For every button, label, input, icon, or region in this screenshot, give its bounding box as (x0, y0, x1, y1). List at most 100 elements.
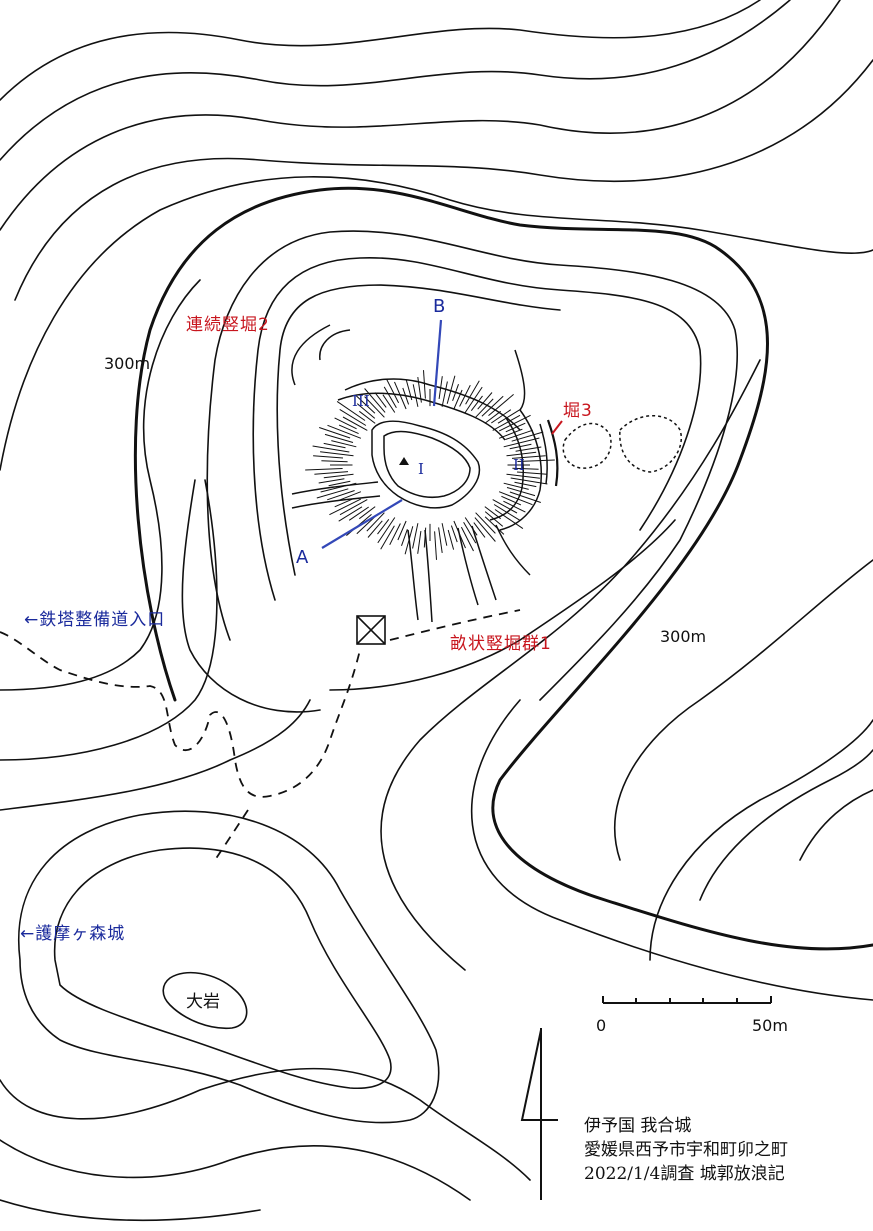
scale-end-label: 50m (752, 1016, 788, 1035)
hachure-stroke (475, 398, 494, 418)
hachure-stroke (441, 523, 448, 546)
scale-start-label: 0 (596, 1016, 607, 1035)
hachure-stroke (380, 525, 395, 550)
contour-line (614, 559, 873, 861)
hachure-stroke (321, 460, 348, 463)
hachure-stroke (394, 381, 407, 410)
hachure-stroke (460, 526, 474, 552)
hachure-stroke (484, 506, 502, 520)
contour-line (0, 1139, 471, 1201)
dashed-trail (389, 609, 521, 641)
hachure-stroke (511, 455, 546, 459)
dashed-trail (214, 809, 249, 861)
contour-line (0, 0, 841, 231)
hachure-stroke (412, 523, 419, 549)
hachure-stroke (474, 517, 496, 542)
hachure-stroke (492, 414, 521, 431)
hachure-stroke (397, 520, 407, 541)
hachure-stroke (509, 443, 532, 450)
hachure-stroke (316, 488, 349, 499)
hachure-stroke (314, 471, 349, 475)
contour-line (133, 186, 873, 951)
east-mound (619, 415, 682, 473)
hachure-group (305, 370, 555, 560)
outer-bank (291, 324, 351, 386)
hachure-stroke (501, 495, 522, 506)
info-line-1: 伊予国 我合城 (584, 1116, 692, 1136)
contour-line (0, 0, 761, 101)
bori-3-label: 堀3 (563, 401, 593, 421)
hachure-stroke (506, 473, 540, 479)
hachure-stroke (324, 433, 354, 443)
contour-300-label-left: 300m (104, 354, 151, 373)
hachure-stroke (503, 482, 529, 490)
hachure-stroke (423, 527, 427, 548)
hachure-stroke (366, 512, 385, 532)
hachure-stroke (338, 506, 363, 522)
bori-3-outline (539, 423, 548, 485)
hachure-stroke (313, 455, 344, 459)
bori-3-pointer (551, 420, 563, 435)
hachure-stroke (447, 529, 455, 550)
scale-bar (602, 996, 772, 1004)
hachure-stroke (348, 506, 369, 521)
kuruwa-3-outline (344, 378, 521, 431)
hachure-stroke (452, 384, 459, 401)
contour-line (0, 279, 201, 691)
unejo-tatebori-label: 畝状竪堀群1 (450, 634, 552, 654)
hachure-stroke (497, 408, 522, 424)
section-line-b (432, 319, 443, 407)
hachure-stroke (382, 394, 396, 413)
hachure-stroke (481, 395, 504, 417)
contour-line (0, 1067, 531, 1181)
hachure-stroke (491, 409, 512, 424)
hachure-stroke (510, 477, 548, 485)
unejo-tatebori (495, 524, 531, 576)
hachure-stroke (383, 386, 397, 408)
hachure-stroke (506, 487, 536, 497)
hachure-stroke (336, 400, 366, 421)
hachure-stroke (377, 517, 396, 544)
hachure-stroke (438, 376, 443, 399)
hachure-stroke (339, 499, 368, 516)
dashed-trail (0, 631, 361, 798)
hachure-stroke (498, 428, 523, 439)
west-ditch (291, 495, 381, 509)
hachure-stroke (494, 509, 524, 530)
info-box: 伊予国 我合城 愛媛県西予市宇和町卯之町 2022/1/4調査 城郭放浪記 (578, 1112, 858, 1188)
info-line-2: 愛媛県西予市宇和町卯之町 (584, 1140, 788, 1160)
hachure-stroke (438, 527, 443, 553)
tower-icon (356, 615, 386, 645)
hachure-stroke (374, 392, 387, 408)
hachure-stroke (484, 511, 504, 527)
hachure-stroke (493, 504, 521, 522)
contour-line (14, 59, 873, 301)
hachure-stroke (367, 520, 383, 538)
contour-line (699, 749, 873, 901)
hachure-stroke (465, 380, 480, 405)
hachure-stroke (386, 378, 400, 404)
hachure-stroke (327, 490, 355, 501)
peak-triangle-icon (399, 457, 409, 465)
hachure-stroke (417, 377, 422, 403)
gomagamori-label: ←護摩ヶ森城 (20, 924, 126, 944)
hachure-stroke (327, 424, 362, 439)
hachure-stroke (423, 370, 426, 399)
hachure-stroke (470, 395, 483, 412)
hachure-stroke (320, 451, 354, 457)
hachure-stroke (328, 480, 351, 487)
tetto-road-label: ←鉄塔整備道入口 (24, 610, 166, 630)
hachure-stroke (342, 416, 368, 431)
hachure-stroke (505, 422, 526, 433)
hachure-stroke (515, 446, 542, 452)
north-arrow-icon (520, 1028, 558, 1200)
contour-line (0, 479, 218, 761)
hachure-stroke (323, 442, 346, 449)
hachure-stroke (377, 518, 390, 535)
hachure-stroke (516, 471, 547, 475)
contour-300-label-right: 300m (660, 627, 707, 646)
hachure-stroke (305, 468, 343, 471)
hachure-stroke (509, 491, 541, 503)
hachure-stroke (488, 394, 514, 416)
contour-line (181, 479, 321, 713)
